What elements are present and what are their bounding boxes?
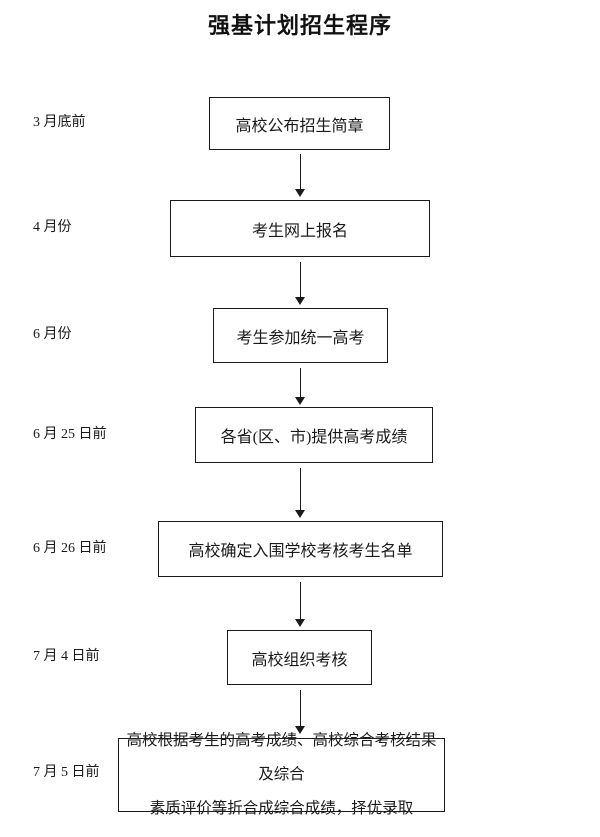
arrow-stem: [300, 468, 301, 511]
flow-step-text-line2: 素质评价等折合成综合成绩，择优录取: [149, 800, 414, 817]
date-label: 7 月 5 日前: [33, 765, 100, 780]
flow-step-text-line1: 高校根据考生的高考成绩、高校综合考核结果及综合: [126, 732, 437, 783]
flow-step-box: 高校根据考生的高考成绩、高校综合考核结果及综合 素质评价等折合成综合成绩，择优录…: [118, 732, 445, 817]
flow-step-box: 各省(区、市)提供高考成绩: [195, 407, 433, 463]
flow-arrow-down-icon: [295, 468, 306, 518]
flow-arrow-down-icon: [295, 154, 306, 197]
flow-step-box: 高校公布招生简章: [209, 97, 390, 150]
date-label: 3 月底前: [33, 115, 86, 130]
arrow-stem: [300, 262, 301, 298]
flow-arrow-down-icon: [295, 582, 306, 627]
arrow-head: [295, 297, 305, 305]
date-label: 6 月 26 日前: [33, 541, 107, 556]
arrow-head: [295, 510, 305, 518]
date-label: 6 月份: [33, 327, 72, 342]
flow-arrow-down-icon: [295, 262, 306, 305]
flow-arrow-down-icon: [295, 368, 306, 405]
arrow-head: [295, 397, 305, 405]
date-label: 7 月 4 日前: [33, 649, 100, 664]
arrow-head: [295, 619, 305, 627]
page-title: 强基计划招生程序: [207, 13, 392, 38]
arrow-stem: [300, 582, 301, 620]
flow-step-box: 高校组织考核: [227, 630, 372, 685]
arrow-stem: [300, 154, 301, 190]
arrow-stem: [300, 368, 301, 398]
flow-step-box: 考生参加统一高考: [213, 308, 388, 363]
date-label: 4 月份: [33, 220, 72, 235]
flow-step-box: 高校确定入围学校考核考生名单: [158, 521, 443, 577]
flow-arrow-down-icon: [295, 690, 306, 734]
date-label: 6 月 25 日前: [33, 427, 107, 442]
flow-step-box: 考生网上报名: [170, 200, 430, 257]
arrow-head: [295, 189, 305, 197]
arrow-head: [295, 726, 305, 734]
arrow-stem: [300, 690, 301, 727]
